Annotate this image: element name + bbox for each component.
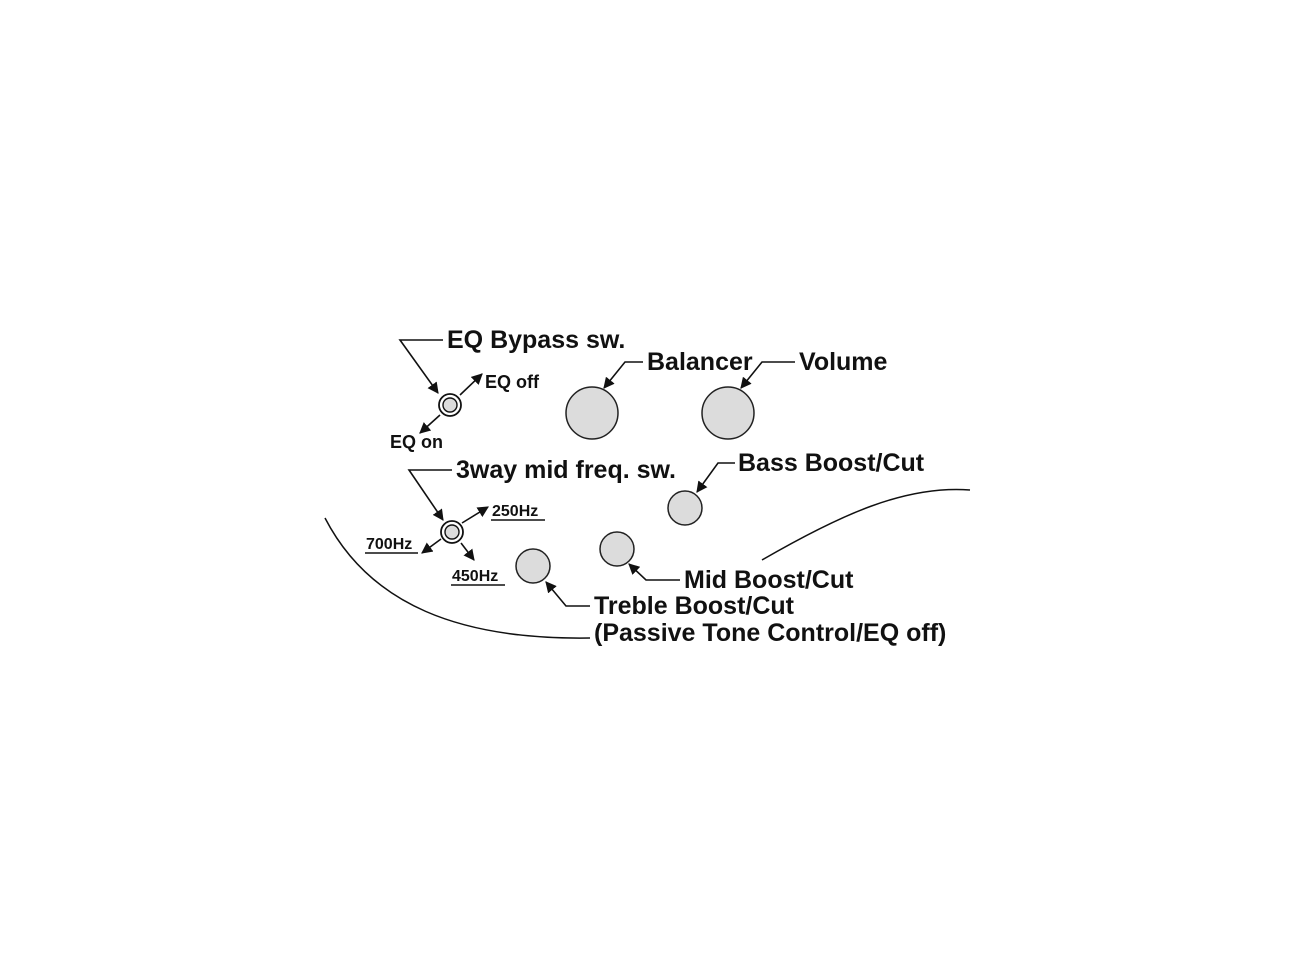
freq-700-arrow bbox=[421, 538, 442, 554]
bass-label: Bass Boost/Cut bbox=[738, 449, 925, 477]
freq-700-label: 700Hz bbox=[366, 536, 412, 553]
volume-knob[interactable] bbox=[701, 386, 755, 440]
freq-250-arrow bbox=[461, 506, 489, 524]
freq-250-label: 250Hz bbox=[492, 503, 538, 520]
mid-leader bbox=[628, 563, 680, 581]
volume-label: Volume bbox=[799, 348, 888, 376]
eq-bypass-label: EQ Bypass sw. bbox=[447, 326, 625, 354]
mid-freq-label: 3way mid freq. sw. bbox=[456, 456, 676, 484]
eq-off-arrow bbox=[459, 373, 483, 396]
mid-label: Mid Boost/Cut bbox=[684, 566, 854, 594]
eq-off-label: EQ off bbox=[485, 372, 540, 392]
mid-knob[interactable] bbox=[599, 531, 635, 567]
treble-leader bbox=[545, 581, 590, 607]
balancer-label: Balancer bbox=[647, 348, 753, 376]
volume-leader bbox=[740, 361, 795, 389]
balancer-knob[interactable] bbox=[565, 386, 619, 440]
mid-freq-leader bbox=[407, 469, 452, 521]
eq-on-label: EQ on bbox=[390, 432, 443, 452]
body-outline-left bbox=[324, 517, 591, 639]
freq-450-arrow bbox=[460, 542, 475, 561]
bass-leader bbox=[696, 462, 735, 493]
bass-knob[interactable] bbox=[667, 490, 703, 526]
eq-on-arrow bbox=[419, 414, 441, 434]
body-outline-right bbox=[761, 488, 971, 561]
eq-bypass-leader bbox=[398, 339, 443, 394]
mid-freq-switch[interactable] bbox=[440, 520, 464, 544]
eq-bypass-switch[interactable] bbox=[438, 393, 462, 417]
treble-label: Treble Boost/Cut bbox=[594, 592, 795, 620]
balancer-leader bbox=[603, 361, 643, 389]
treble-note-label: (Passive Tone Control/EQ off) bbox=[594, 619, 946, 647]
treble-knob[interactable] bbox=[515, 548, 551, 584]
freq-450-label: 450Hz bbox=[452, 568, 498, 585]
